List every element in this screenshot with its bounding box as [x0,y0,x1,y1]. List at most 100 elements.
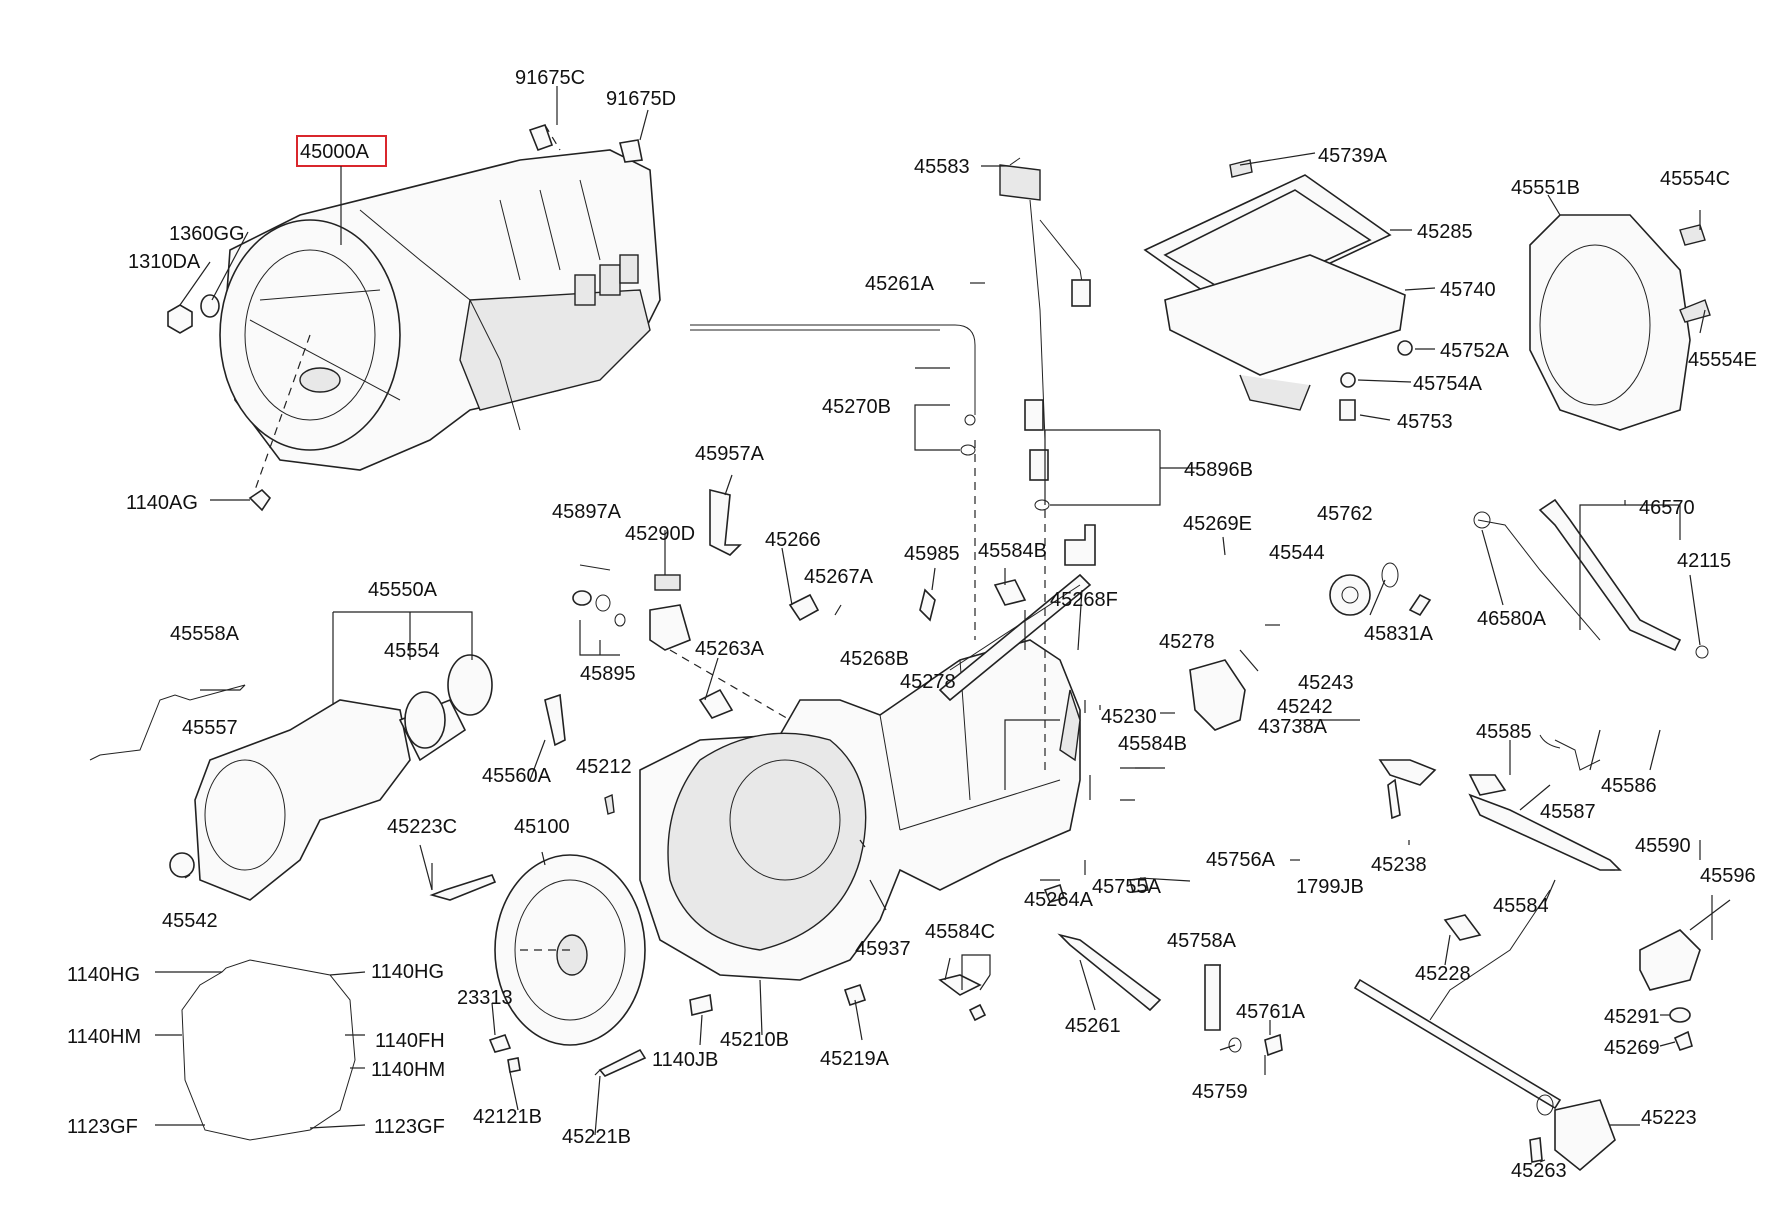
label-45228: 45228 [1415,963,1471,985]
label-45268F: 45268F [1050,589,1118,611]
leader-lines [155,86,1731,1163]
label-23313: 23313 [457,987,513,1009]
label-42115: 42115 [1677,550,1731,572]
label-45739A: 45739A [1318,145,1388,167]
label-45219A: 45219A [820,1048,890,1070]
label-45000A: 45000A [300,141,370,163]
left-center-parts [572,488,1027,719]
label-45268B: 45268B [840,648,909,670]
main-case-drawing [639,440,1096,981]
label-46570: 46570 [1639,497,1695,519]
transmission-assembly-drawing [219,124,661,491]
label-45261A: 45261A [865,273,935,295]
label-45100: 45100 [514,816,570,838]
label-1140AG: 1140AG [126,492,198,514]
label-45554: 45554 [384,640,440,662]
label-45210B: 45210B [720,1029,789,1051]
label-45897A: 45897A [552,501,622,523]
label-45584: 45584 [1493,895,1549,917]
label-45267A: 45267A [804,566,874,588]
label-45263: 45263 [1511,1160,1567,1182]
label-45230: 45230 [1101,706,1157,728]
bottom-center-parts [843,877,1283,1057]
label-91675C: 91675C [515,67,585,89]
label-1140HMa: 1140HM [67,1026,141,1048]
label-45937: 45937 [855,938,911,960]
label-45596: 45596 [1700,865,1756,887]
torque-converter-and-gasket [181,854,713,1141]
label-1140HGb: 1140HG [371,961,444,983]
label-45223C: 45223C [387,816,457,838]
label-1140HMb: 1140HM [371,1059,445,1081]
label-45586: 45586 [1601,775,1657,797]
label-45221B: 45221B [562,1126,631,1148]
label-46580A: 46580A [1477,608,1547,630]
label-42121B: 42121B [473,1106,542,1128]
label-45754A: 45754A [1413,373,1483,395]
harness-and-pan-drawings [690,157,1413,511]
label-45896B: 45896B [1184,459,1253,481]
label-45587: 45587 [1540,801,1596,823]
label-1140JB: 1140JB [652,1049,718,1071]
label-45269E: 45269E [1183,513,1252,535]
label-45266: 45266 [765,529,821,551]
label-45557: 45557 [182,717,238,739]
label-45755A: 45755A [1092,876,1162,898]
label-45270B: 45270B [822,396,891,418]
label-45269: 45269 [1604,1037,1660,1059]
label-91675D: 91675D [606,88,676,110]
extension-housing-left [89,654,615,901]
label-45759: 45759 [1192,1081,1248,1103]
fastener-drawings-left [167,123,643,512]
label-45758A: 45758A [1167,930,1237,952]
label-1310DA: 1310DA [128,251,201,273]
label-45560A: 45560A [482,765,552,787]
label-45291: 45291 [1604,1006,1660,1028]
label-45957A: 45957A [695,443,765,465]
label-1140FH: 1140FH [375,1030,445,1052]
label-45558A: 45558A [170,623,240,645]
label-1799JB: 1799JB [1296,876,1364,898]
label-45264A: 45264A [1024,889,1094,911]
label-45542: 45542 [162,910,218,932]
label-45762: 45762 [1317,503,1373,525]
label-45590: 45590 [1635,835,1691,857]
label-45285: 45285 [1417,221,1473,243]
label-45831A: 45831A [1364,623,1434,645]
label-45554E: 45554E [1688,349,1757,371]
label-45263A: 45263A [695,638,765,660]
label-45584B: 45584B [978,540,1047,562]
label-45756A: 45756A [1206,849,1276,871]
label-45242: 45242 [1277,696,1333,718]
right-side-parts [1189,562,1701,1172]
label-45551B: 45551B [1511,177,1580,199]
extension-housing-top-right [1529,214,1711,431]
label-45261: 45261 [1065,1015,1121,1037]
label-45584C: 45584C [925,921,995,943]
label-45238: 45238 [1371,854,1427,876]
label-45895: 45895 [580,663,636,685]
label-45550A: 45550A [368,579,438,601]
label-1123GFb: 1123GF [374,1116,445,1138]
label-45554C: 45554C [1660,168,1730,190]
label-45223: 45223 [1641,1107,1697,1129]
label-43738A: 43738A [1258,716,1328,738]
label-45544: 45544 [1269,542,1325,564]
label-45761A: 45761A [1236,1001,1306,1023]
label-45243: 45243 [1298,672,1354,694]
label-1140HGa: 1140HG [67,964,140,986]
label-1123GFa: 1123GF [67,1116,138,1138]
label-45752A: 45752A [1440,340,1510,362]
part-labels: 91675C 91675D 45000A 1360GG 1310DA 1140A… [67,67,1757,1182]
label-45584Bb: 45584B [1118,733,1187,755]
label-1360GG: 1360GG [169,223,245,245]
label-45985: 45985 [904,543,960,565]
label-45290D: 45290D [625,523,695,545]
label-45212: 45212 [576,756,632,778]
label-45278a: 45278 [1159,631,1215,653]
label-45753: 45753 [1397,411,1453,433]
label-45585: 45585 [1476,721,1532,743]
label-45583: 45583 [914,156,970,178]
label-45278b: 45278 [900,671,956,693]
